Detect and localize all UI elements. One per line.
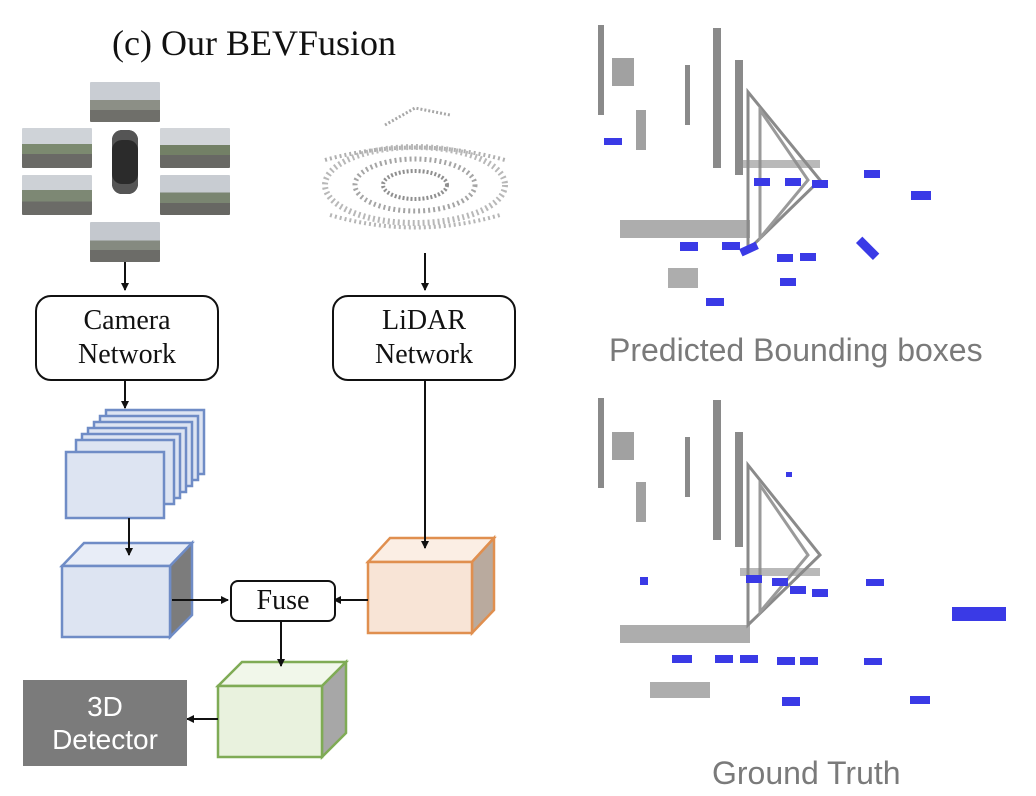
- lidar-bev-cube: [365, 534, 497, 637]
- camera-bev-cube: [59, 539, 195, 641]
- fuse-label: Fuse: [256, 585, 310, 616]
- predicted-caption: Predicted Bounding boxes: [609, 332, 983, 368]
- ground-truth-caption: Ground Truth: [712, 755, 901, 791]
- lidar-network-box: LiDAR Network: [332, 295, 516, 381]
- ego-car-icon: [112, 130, 138, 194]
- camera-network-label-line1: Camera: [83, 305, 171, 336]
- detector-label-line2: Detector: [52, 724, 158, 755]
- ground-truth-bev-visualization: [598, 398, 1006, 706]
- predicted-bev-visualization: [598, 25, 931, 306]
- diagram-title: (c) Our BEVFusion: [112, 23, 396, 63]
- camera-front-right-image: [160, 128, 230, 168]
- camera-front-left-image: [22, 128, 92, 168]
- ground-truth-bounding-boxes: [640, 472, 1006, 706]
- detector-box: 3D Detector: [23, 680, 187, 766]
- camera-back-left-image: [22, 175, 92, 215]
- camera-feature-stack: [64, 408, 206, 520]
- camera-back-right-image: [160, 175, 230, 215]
- lidar-point-cloud: [322, 106, 508, 230]
- camera-network-label-line2: Network: [78, 339, 176, 370]
- fused-bev-cube: [214, 658, 350, 761]
- lidar-network-label-line1: LiDAR: [382, 305, 466, 336]
- predicted-bounding-boxes: [604, 138, 931, 306]
- predicted-point-cloud: [598, 25, 823, 288]
- ground-truth-point-cloud: [598, 398, 823, 698]
- camera-back-image: [90, 222, 160, 262]
- camera-front-image: [90, 82, 160, 122]
- fuse-box: Fuse: [230, 580, 336, 622]
- lidar-network-label-line2: Network: [375, 339, 473, 370]
- flow-arrows: [121, 253, 429, 723]
- camera-network-box: Camera Network: [35, 295, 219, 381]
- detector-label-line1: 3D: [87, 691, 123, 722]
